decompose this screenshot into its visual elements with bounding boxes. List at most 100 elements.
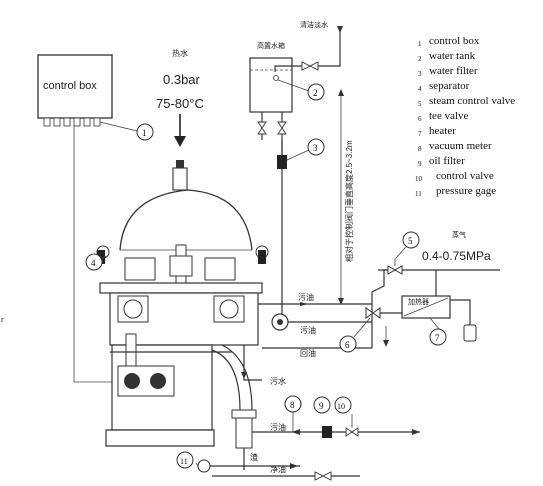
legend-number-10: 10: [415, 175, 423, 183]
callout-1: 1: [136, 123, 154, 141]
edge-glyph: r: [1, 315, 4, 324]
inlet-nozzle: [172, 167, 188, 191]
svg-text:4: 4: [91, 258, 96, 268]
callout-leader-5: [395, 246, 407, 259]
pressure-gage: [195, 459, 211, 473]
piping: 污油 污油 回油 污水 污油 渣 净油: [110, 292, 420, 481]
legend-label-6: tee valve: [429, 110, 469, 122]
callout-9: 9: [313, 396, 331, 414]
svg-text:2: 2: [313, 88, 318, 98]
water-tank: 高置水箱 清洁淡水: [249, 20, 343, 160]
height-note-cn: 相对于控制阀门垂直高度2.5~3.2m: [344, 140, 354, 262]
clean-oil-line: [205, 465, 360, 477]
tank-outlet-valve-left: [257, 121, 267, 135]
svg-text:6: 6: [345, 340, 350, 350]
legend-label-8: vacuum meter: [429, 140, 492, 152]
clean-oil-valve: [314, 471, 332, 481]
callout-leader-3: [286, 149, 310, 161]
callout-8: 8: [290, 400, 295, 410]
sight-window-left: [117, 295, 149, 323]
legend-number-1: 1: [418, 40, 422, 48]
callout-10: 10: [334, 396, 352, 414]
legend-number-11: 11: [415, 190, 422, 198]
control-box-terminals: [43, 117, 101, 127]
separator-foot: [105, 429, 215, 447]
legend-label-5: steam control valve: [429, 95, 515, 107]
callout-leader-1: [99, 121, 138, 132]
water-filter-body: [277, 155, 287, 169]
tank-inlet-valve: [301, 61, 319, 71]
control-box: control box: [37, 54, 138, 383]
callout-11: 11: [176, 451, 194, 469]
callout-4: 4: [85, 253, 103, 271]
legend-number-7: 7: [418, 130, 422, 138]
hot-water-label-cn: 热水: [172, 48, 188, 58]
pipe-label-drain: 渣: [250, 452, 258, 462]
legend-label-7: heater: [429, 125, 456, 137]
hot-water-arrow-icon: [174, 136, 186, 147]
sight-window-right: [213, 295, 245, 323]
callouts: 1 2 3 4 5 6 7 8: [85, 83, 447, 469]
steam-trap: [463, 324, 477, 342]
svg-text:5: 5: [408, 236, 413, 246]
hot-water-inlet: 热水 0.3bar 75-80°C: [156, 48, 204, 147]
heater-label-cn: 加热器: [408, 297, 429, 306]
legend-label-10: control valve: [436, 170, 494, 182]
tee-valve: [353, 269, 402, 348]
sewage-line: [243, 345, 262, 381]
control-cable: [73, 126, 118, 383]
legend-label-11: pressure gage: [436, 185, 496, 197]
water-filter: [277, 140, 310, 330]
legend-label-9: oil filter: [429, 155, 465, 167]
height-dimension: 相对于控制阀门垂直高度2.5~3.2m: [338, 89, 354, 305]
vacuum-meter: [284, 395, 302, 432]
svg-text:7: 7: [435, 333, 440, 343]
legend-number-4: 4: [418, 85, 422, 93]
legend-number-9: 9: [418, 160, 422, 168]
callout-leader-2: [277, 79, 310, 92]
steam-pressure: 0.4-0.75MPa: [422, 249, 491, 263]
pipe-label-dirty-oil-3: 污油: [270, 422, 286, 432]
legend-label-4: separator: [429, 80, 470, 92]
callout-2: 2: [307, 83, 325, 101]
control-box-label: control box: [43, 80, 97, 92]
svg-text:8: 8: [290, 400, 295, 410]
steam-label-cn: 蒸气: [452, 230, 466, 239]
svg-text:11: 11: [180, 457, 188, 466]
legend-number-2: 2: [418, 55, 422, 63]
legend-number-6: 6: [418, 115, 422, 123]
legend-label-2: water tank: [429, 50, 476, 62]
separator-flange: [99, 282, 263, 294]
legend: 1 control box 2 water tank 3 water filter 4 sep…: [415, 35, 515, 198]
callout-leader-6: [353, 317, 371, 338]
pipe-label-dirty-oil-2: 污油: [300, 325, 316, 335]
legend-number-5: 5: [418, 100, 422, 108]
separator: [94, 160, 269, 470]
clean-water-label-cn: 清洁淡水: [300, 20, 328, 29]
heater: 加热器: [401, 295, 477, 342]
separator-dome: [119, 189, 253, 251]
sludge-discharge-pipe: [211, 349, 241, 411]
callout-6: 6: [339, 335, 357, 353]
svg-text:3: 3: [313, 143, 318, 153]
float-ball: [273, 75, 279, 81]
legend-label-3: water filter: [429, 65, 478, 77]
tank-label-cn: 高置水箱: [257, 41, 285, 50]
pipe-label-dirty-oil-1: 污油: [298, 292, 314, 302]
svg-text:1: 1: [142, 128, 147, 138]
callout-3: 3: [307, 138, 325, 156]
tank-outlet-valve-right: [277, 121, 287, 135]
steam-control-valve: 蒸气 0.4-0.75MPa: [378, 230, 500, 296]
legend-label-1: control box: [429, 35, 480, 47]
pipe-label-sewage: 污水: [270, 376, 286, 386]
control-valve: [345, 414, 359, 437]
svg-text:9: 9: [319, 401, 324, 411]
oil-filter: [322, 426, 332, 438]
legend-number-3: 3: [418, 70, 422, 78]
pipe-label-return-oil: 回油: [300, 348, 316, 358]
callout-leader-7: [429, 317, 441, 331]
callout-5: 5: [402, 231, 420, 249]
pipe-label-clean-oil: 净油: [270, 464, 286, 474]
hot-water-pressure: 0.3bar: [163, 72, 201, 87]
